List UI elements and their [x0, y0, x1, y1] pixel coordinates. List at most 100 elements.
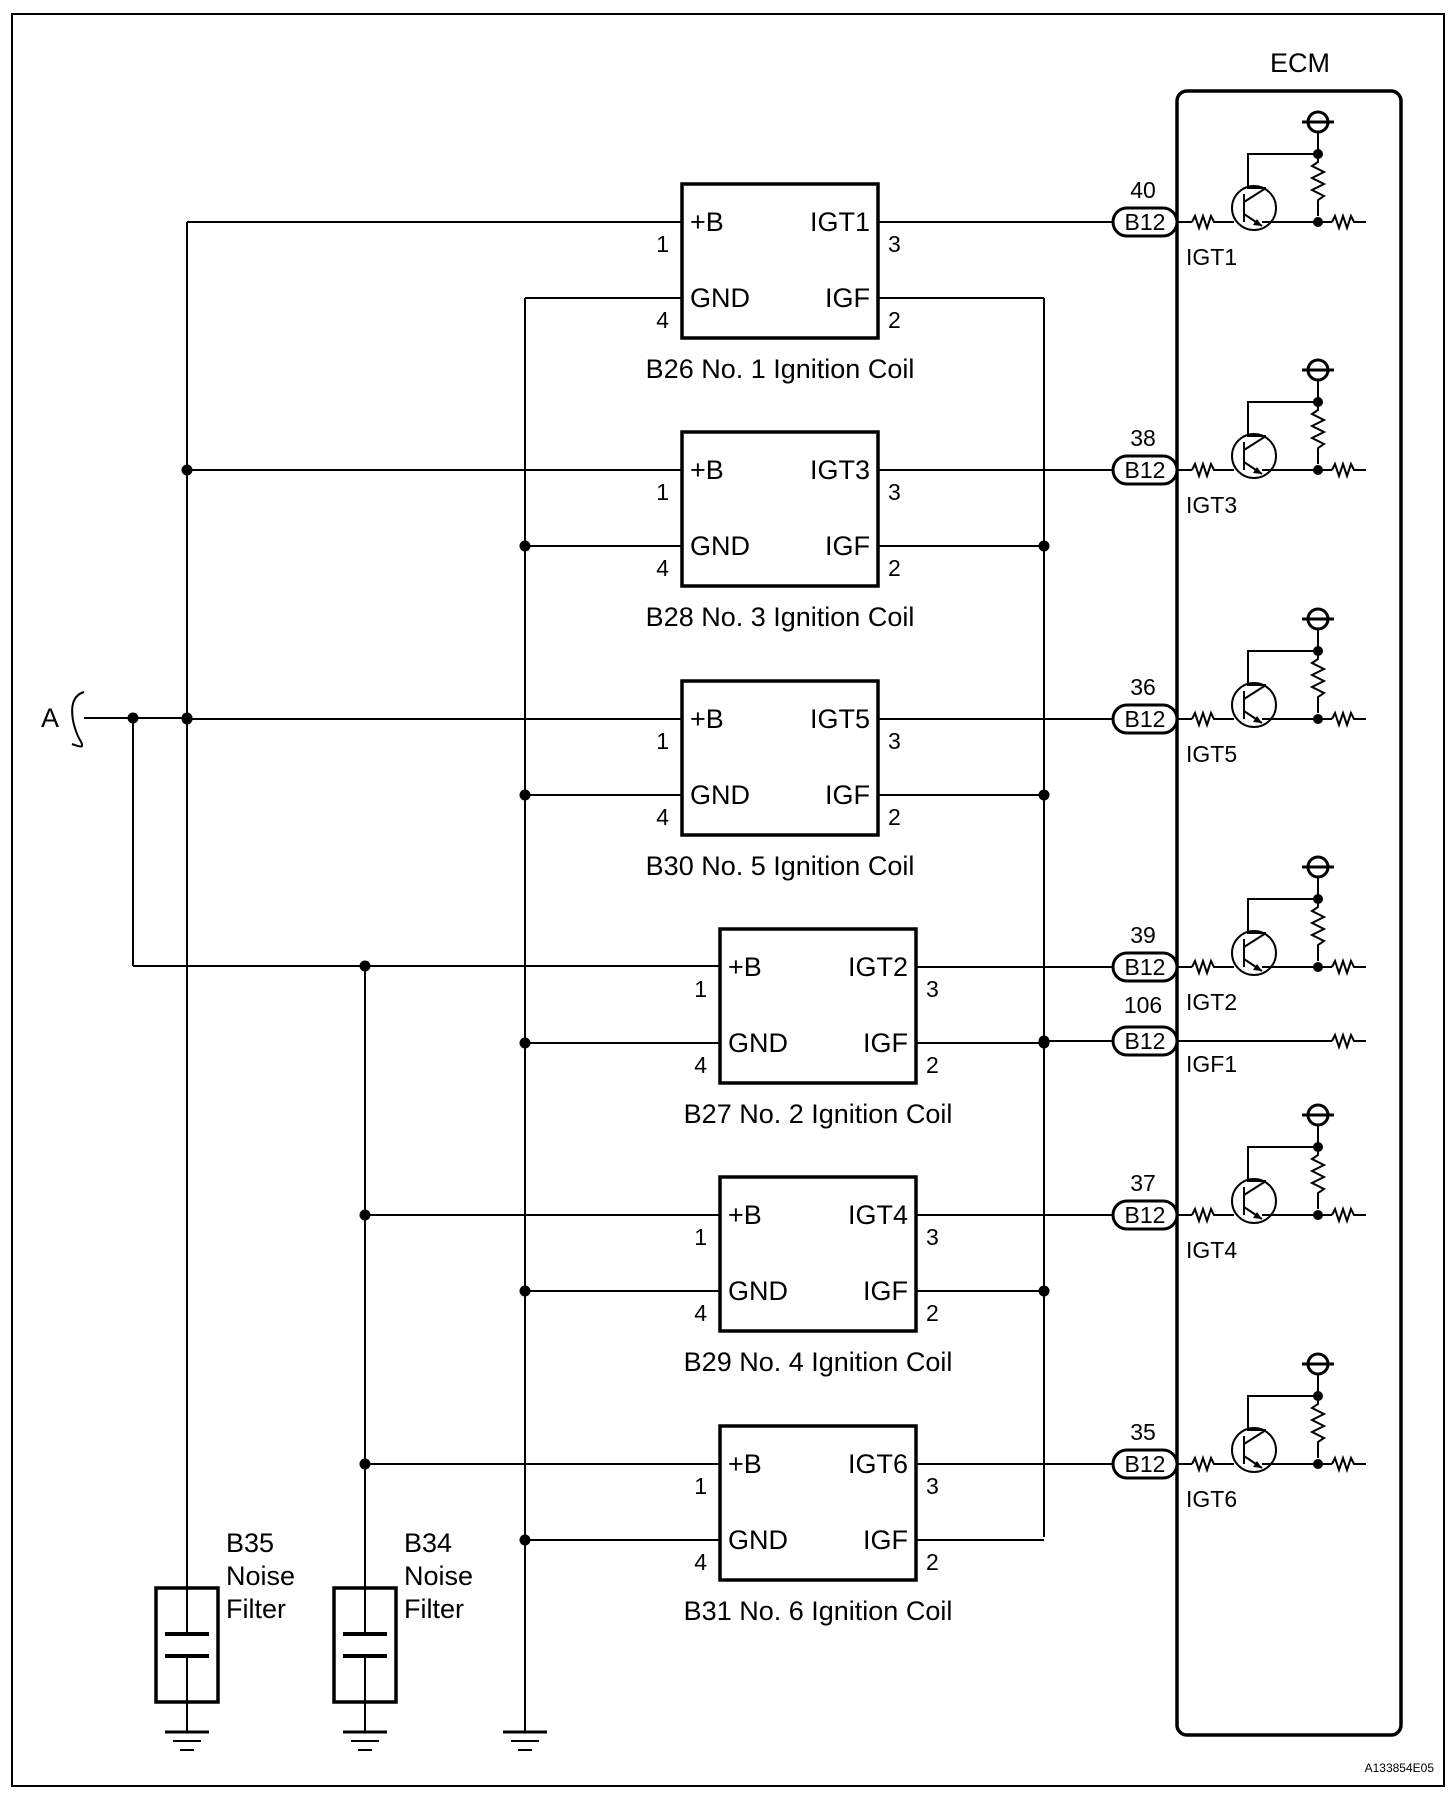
harness-a-label: A — [41, 703, 59, 733]
ecm-signal-label: IGT1 — [1186, 244, 1237, 270]
ground-bus — [524, 297, 682, 1732]
pin-number: 3 — [926, 1473, 939, 1499]
pin-number: 3 — [888, 479, 901, 505]
coil-name: B29 No. 4 Ignition Coil — [684, 1347, 953, 1377]
junction-dot — [1038, 789, 1050, 801]
igf1-connector-label: B12 — [1125, 1028, 1166, 1054]
pin-number: 4 — [694, 1300, 707, 1326]
junction-dot — [127, 712, 139, 724]
ecm-block: ECM — [1175, 48, 1403, 1737]
ecm-transistor-stage — [1177, 607, 1366, 729]
bplus-terminal-label: +B — [728, 1449, 762, 1479]
pin-number: 1 — [694, 1224, 707, 1250]
junction-dot — [1038, 1035, 1050, 1047]
pin-number: 4 — [656, 804, 669, 830]
pin-number: 4 — [656, 555, 669, 581]
ecm-signal-label: IGT3 — [1186, 492, 1237, 518]
coil-box — [718, 1175, 918, 1333]
coil-name: B27 No. 2 Ignition Coil — [684, 1099, 953, 1129]
coil-box — [680, 182, 880, 340]
transistor-symbol — [1231, 682, 1277, 728]
diagram-frame — [11, 13, 1445, 1787]
b35-label-2: Noise — [226, 1561, 295, 1591]
junction-dot — [519, 789, 531, 801]
pin-number: 3 — [888, 728, 901, 754]
bplus-terminal-label: +B — [690, 207, 724, 237]
ecm-transistor-stage — [1177, 110, 1366, 232]
noise-filter-b34: B34 Noise Filter — [332, 1528, 473, 1732]
ground-symbol — [343, 1730, 387, 1751]
transistor-symbol — [1231, 185, 1277, 231]
igf1-line: B12 106 IGF1 — [1038, 992, 1366, 1077]
junction-dot — [519, 1534, 531, 1546]
connector-label: B12 — [1125, 706, 1166, 732]
coil-box — [680, 430, 880, 588]
connector-label: B12 — [1125, 209, 1166, 235]
bplus-terminal-label: +B — [690, 455, 724, 485]
b34-label-1: B34 — [404, 1528, 452, 1558]
pin-number: 2 — [888, 307, 901, 333]
igt-terminal-label: IGT6 — [848, 1449, 908, 1479]
noise-filter-b35: B35 Noise Filter — [154, 1528, 295, 1732]
ecm-pin-number: 35 — [1130, 1419, 1156, 1445]
ecm-pin-number: 39 — [1130, 922, 1156, 948]
igf-terminal-label: IGF — [825, 283, 870, 313]
igf1-pin-number: 106 — [1124, 992, 1162, 1018]
coil-name: B28 No. 3 Ignition Coil — [646, 602, 915, 632]
igf-terminal-label: IGF — [863, 1276, 908, 1306]
connector-label: B12 — [1125, 954, 1166, 980]
connector-label: B12 — [1125, 1451, 1166, 1477]
pin-number: 1 — [694, 976, 707, 1002]
ecm-label: ECM — [1270, 48, 1330, 78]
igf-terminal-label: IGF — [863, 1028, 908, 1058]
harness-a: A — [41, 691, 187, 748]
junction-dot — [1038, 540, 1050, 552]
b34-label-2: Noise — [404, 1561, 473, 1591]
coil-name: B26 No. 1 Ignition Coil — [646, 354, 915, 384]
b35-label-1: B35 — [226, 1528, 274, 1558]
gnd-terminal-label: GND — [690, 283, 750, 313]
bplus-terminal-label: +B — [690, 704, 724, 734]
ecm-transistor-stage — [1177, 855, 1366, 977]
ecm-pin-number: 38 — [1130, 425, 1156, 451]
pin-number: 1 — [694, 1473, 707, 1499]
gnd-terminal-label: GND — [728, 1028, 788, 1058]
transistor-symbol — [1231, 1178, 1277, 1224]
pin-number: 4 — [694, 1549, 707, 1575]
pin-number: 1 — [656, 479, 669, 505]
transistor-symbol — [1231, 930, 1277, 976]
ecm-transistor-stage — [1177, 1352, 1366, 1474]
pin-number: 1 — [656, 231, 669, 257]
b34-label-3: Filter — [404, 1594, 464, 1624]
igt-terminal-label: IGT4 — [848, 1200, 908, 1230]
junction-dot — [181, 713, 193, 725]
ground-symbol — [503, 1730, 547, 1751]
transistor-symbol — [1231, 1427, 1277, 1473]
junction-dot — [1038, 1285, 1050, 1297]
ground-symbol — [165, 1730, 209, 1751]
junction-dot — [359, 1458, 371, 1470]
ecm-signal-label: IGT2 — [1186, 989, 1237, 1015]
pin-number: 3 — [926, 1224, 939, 1250]
pin-number: 2 — [888, 804, 901, 830]
bplus-terminal-label: +B — [728, 1200, 762, 1230]
ecm-signal-label: IGT6 — [1186, 1486, 1237, 1512]
power-bus — [127, 222, 723, 1588]
ecm-transistor-stage — [1177, 1103, 1366, 1225]
ecm-pin-number: 40 — [1130, 177, 1156, 203]
pin-number: 1 — [656, 728, 669, 754]
figure-id: A133854E05 — [1365, 1761, 1435, 1775]
ecm-transistor-stage — [1177, 358, 1366, 480]
harness-a-symbol — [71, 691, 85, 748]
bplus-terminal-label: +B — [728, 952, 762, 982]
pin-number: 2 — [926, 1549, 939, 1575]
igt-terminal-label: IGT5 — [810, 704, 870, 734]
junction-dot — [519, 1037, 531, 1049]
junction-dot — [519, 540, 531, 552]
pin-number: 3 — [888, 231, 901, 257]
junction-dot — [359, 960, 371, 972]
coil-box — [718, 1424, 918, 1582]
